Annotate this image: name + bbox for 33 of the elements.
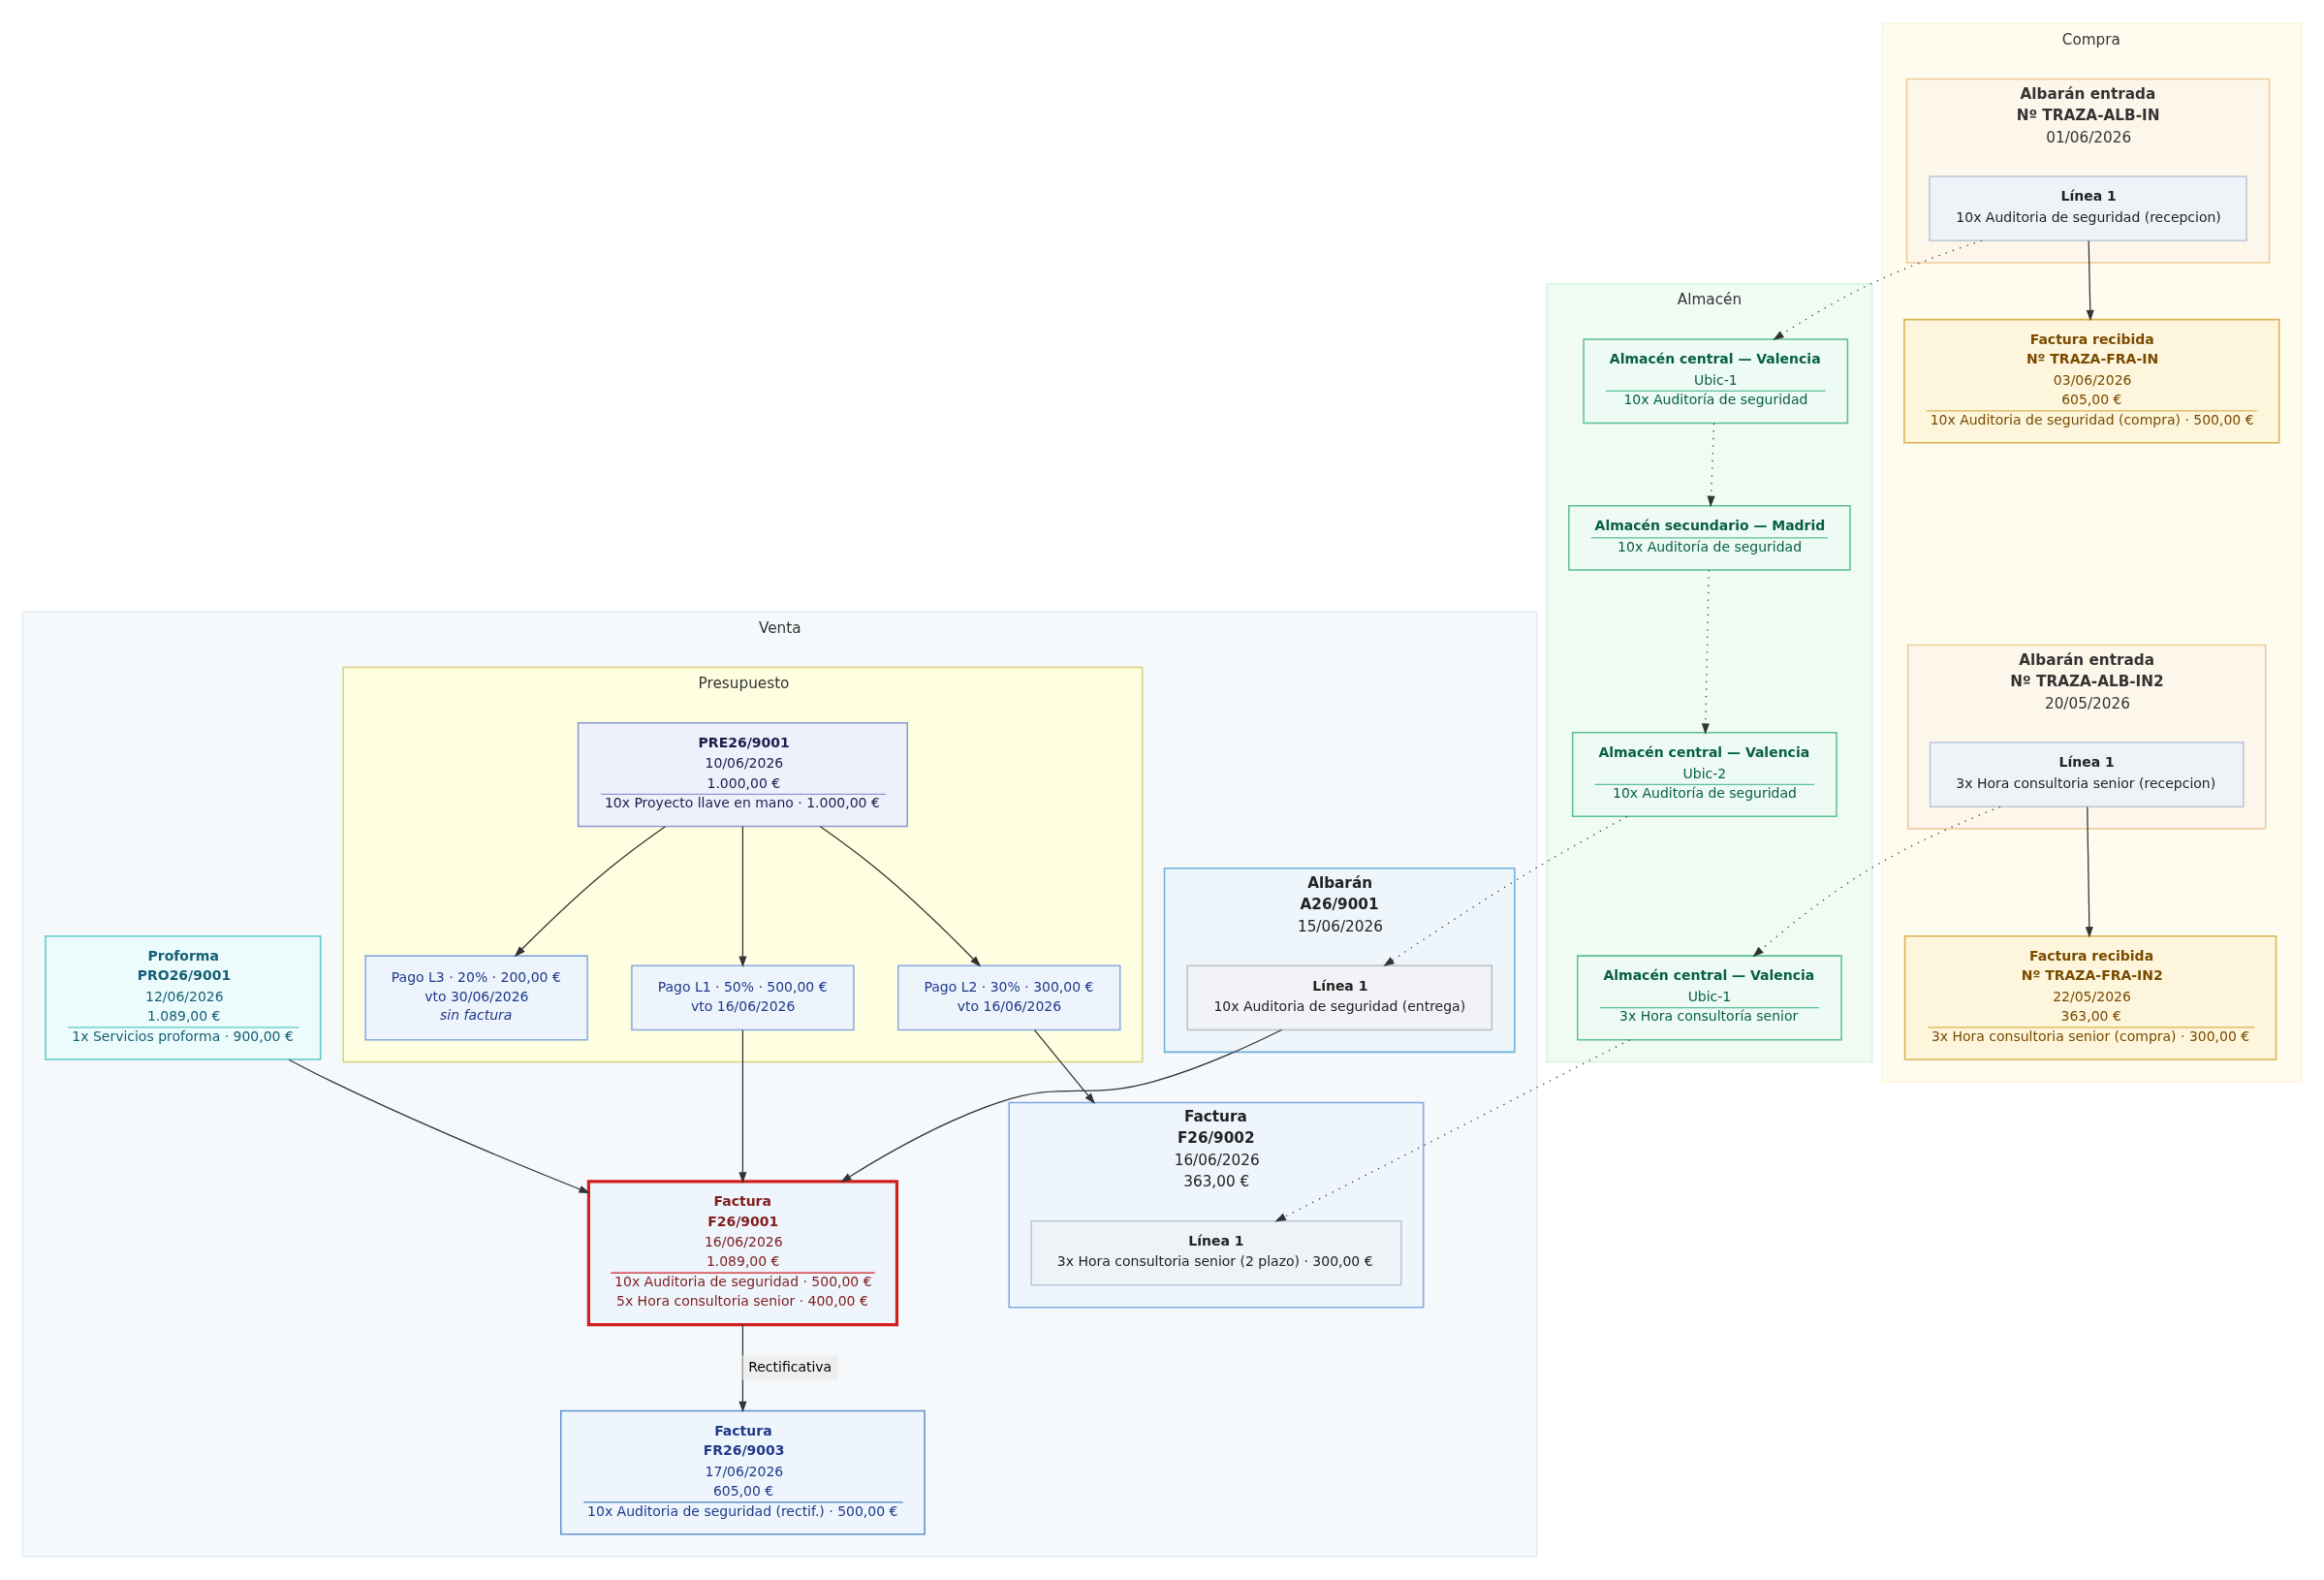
arrow [738,826,747,968]
arrow [819,826,982,967]
node-box: Almacén central — Valencia Ubic-1 3x Hora consultoría senior [1577,955,1842,1041]
arrow [288,1059,590,1194]
node-box: PRE26/9001 10/06/2026 1.000,00 € 10x Proyecto llave en mano · 1.000,00 € [577,721,909,828]
node-box: Línea 1 10x Auditoria de seguridad (recepcion) [1929,175,2247,241]
arrow [1752,806,2001,958]
edge-label: Rectificativa [748,1358,832,1375]
node-box: Proforma PRO26/9001 12/06/2026 1.089,00 € 1x Servicios proforma · 900,00 € [45,935,322,1060]
node-box: Pago L1 · 50% · 500,00 € vto 16/06/2026 [631,964,855,1031]
node-box: Línea 1 3x Hora consultoria senior (recepcion) [1929,742,2245,807]
node-box: Línea 1 3x Hora consultoria senior (2 plazo) · 300,00 € [1030,1219,1402,1286]
node-box: Almacén central — Valencia Ubic-2 10x Auditoría de seguridad [1571,732,1837,818]
node-box: Factura recibida Nº TRAZA-FRA-IN 03/06/2026 605,00 € 10x Auditoria de seguridad (compra) · 500,00 € [1903,318,2280,444]
arrow [514,826,666,958]
arrow [840,1028,1283,1183]
node-box: Factura recibida Nº TRAZA-FRA-IN2 22/05/2026 363,00 € 3x Hora consultoria senior (compra) · 300,00 € [1903,935,2277,1060]
node-box: Almacén secundario — Madrid 10x Auditoría de seguridad [1568,504,1851,571]
arrow [1701,569,1710,735]
node-box: Factura FR26/9003 17/06/2026 605,00 € 10x Auditoria de seguridad (rectif.) · 500,00 € [560,1409,926,1535]
arrow [1707,423,1715,508]
node-box: Línea 1 10x Auditoria de seguridad (entrega) [1186,964,1493,1031]
arrow [738,1029,747,1184]
arrow [1383,815,1628,967]
node-box: Pago L3 · 20% · 200,00 € vto 30/06/2026 sin factura [364,955,588,1041]
arrow [1773,239,1983,340]
node-box: Factura F26/9001 16/06/2026 1.089,00 € 10x Auditoria de seguridad · 500,00 € 5x Hora consultoria senior · 400,00 € [586,1180,899,1327]
arrow [1033,1029,1096,1104]
node-box: Almacén central — Valencia Ubic-1 10x Auditoría de seguridad [1583,338,1849,425]
node-box: Pago L2 · 30% · 300,00 € vto 16/06/2026 [896,964,1121,1031]
arrow [1274,1039,1631,1222]
arrow [2086,239,2094,322]
arrow [2085,806,2093,938]
